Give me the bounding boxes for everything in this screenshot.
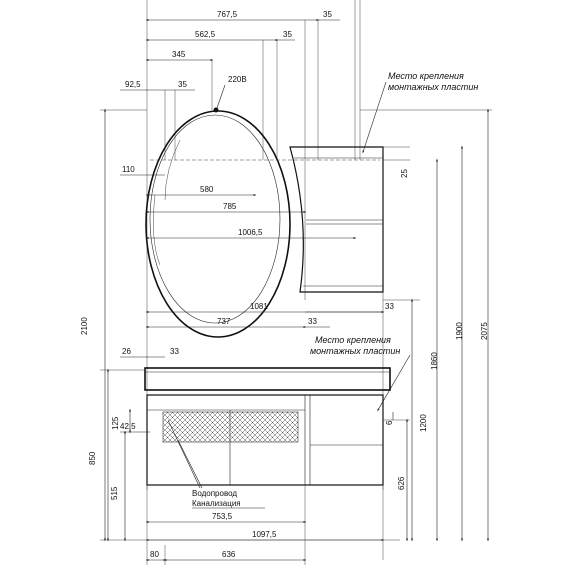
dim-515: 515 (110, 486, 119, 500)
mount-note-top-line2: монтажных пластин (388, 82, 478, 92)
vanity-unit (144, 367, 391, 490)
mount-note-bottom-line1: Место крепления (315, 335, 391, 345)
dim-785: 785 (223, 202, 237, 211)
dim-33-a: 33 (308, 317, 317, 326)
dim-562-5: 562,5 (195, 30, 216, 39)
dim-753-5: 753,5 (212, 512, 233, 521)
lamp-label: 220В (228, 75, 247, 84)
dim-636: 636 (222, 550, 236, 559)
mount-note-bottom-line2: монтажных пластин (310, 346, 400, 356)
dim-850: 850 (88, 451, 97, 465)
dim-6: 6 (385, 420, 394, 425)
dim-1097-5: 1097,5 (252, 530, 277, 539)
dim-80: 80 (150, 550, 159, 559)
dim-42-5: 42,5 (120, 422, 136, 431)
sewer-leader (177, 439, 203, 489)
dim-35-top: 35 (323, 10, 332, 19)
water-leader (167, 419, 201, 489)
left-vertical-dimensions (100, 108, 400, 542)
dim-26: 26 (122, 347, 131, 356)
dim-1081: 1081 (250, 302, 268, 311)
dim-2100: 2100 (80, 317, 89, 335)
dim-1860: 1860 (430, 352, 439, 370)
dim-626: 626 (397, 476, 406, 490)
top-dimensions (120, 19, 340, 91)
water-label: Водопровод (192, 489, 237, 498)
lamp-leader (216, 84, 226, 109)
dim-33-b: 33 (385, 302, 394, 311)
dim-92-5: 92,5 (125, 80, 141, 89)
dim-1200: 1200 (419, 414, 428, 432)
oval-mirror (145, 110, 291, 338)
dim-737: 737 (217, 317, 231, 326)
dim-25: 25 (400, 169, 409, 178)
right-vertical-dimensions (360, 108, 492, 542)
dim-125: 125 (111, 416, 120, 430)
dim-1900: 1900 (455, 322, 464, 340)
dim-2075: 2075 (480, 322, 489, 340)
bottom-dimensions (145, 485, 385, 565)
dim-1006-5: 1006,5 (238, 228, 263, 237)
dim-110: 110 (122, 165, 135, 174)
sewer-label: Канализация (192, 499, 241, 508)
vanity-top-dimensions (120, 311, 383, 358)
mount-note-top-leader (362, 81, 387, 154)
dim-33-c: 33 (170, 347, 179, 356)
wall-cabinet (289, 146, 410, 293)
dim-35-small: 35 (178, 80, 187, 89)
dim-35-second: 35 (283, 30, 292, 39)
dim-767-5: 767,5 (217, 10, 238, 19)
dim-580: 580 (200, 185, 214, 194)
dim-345: 345 (172, 50, 186, 59)
mount-note-top-line1: Место крепления (388, 71, 464, 81)
